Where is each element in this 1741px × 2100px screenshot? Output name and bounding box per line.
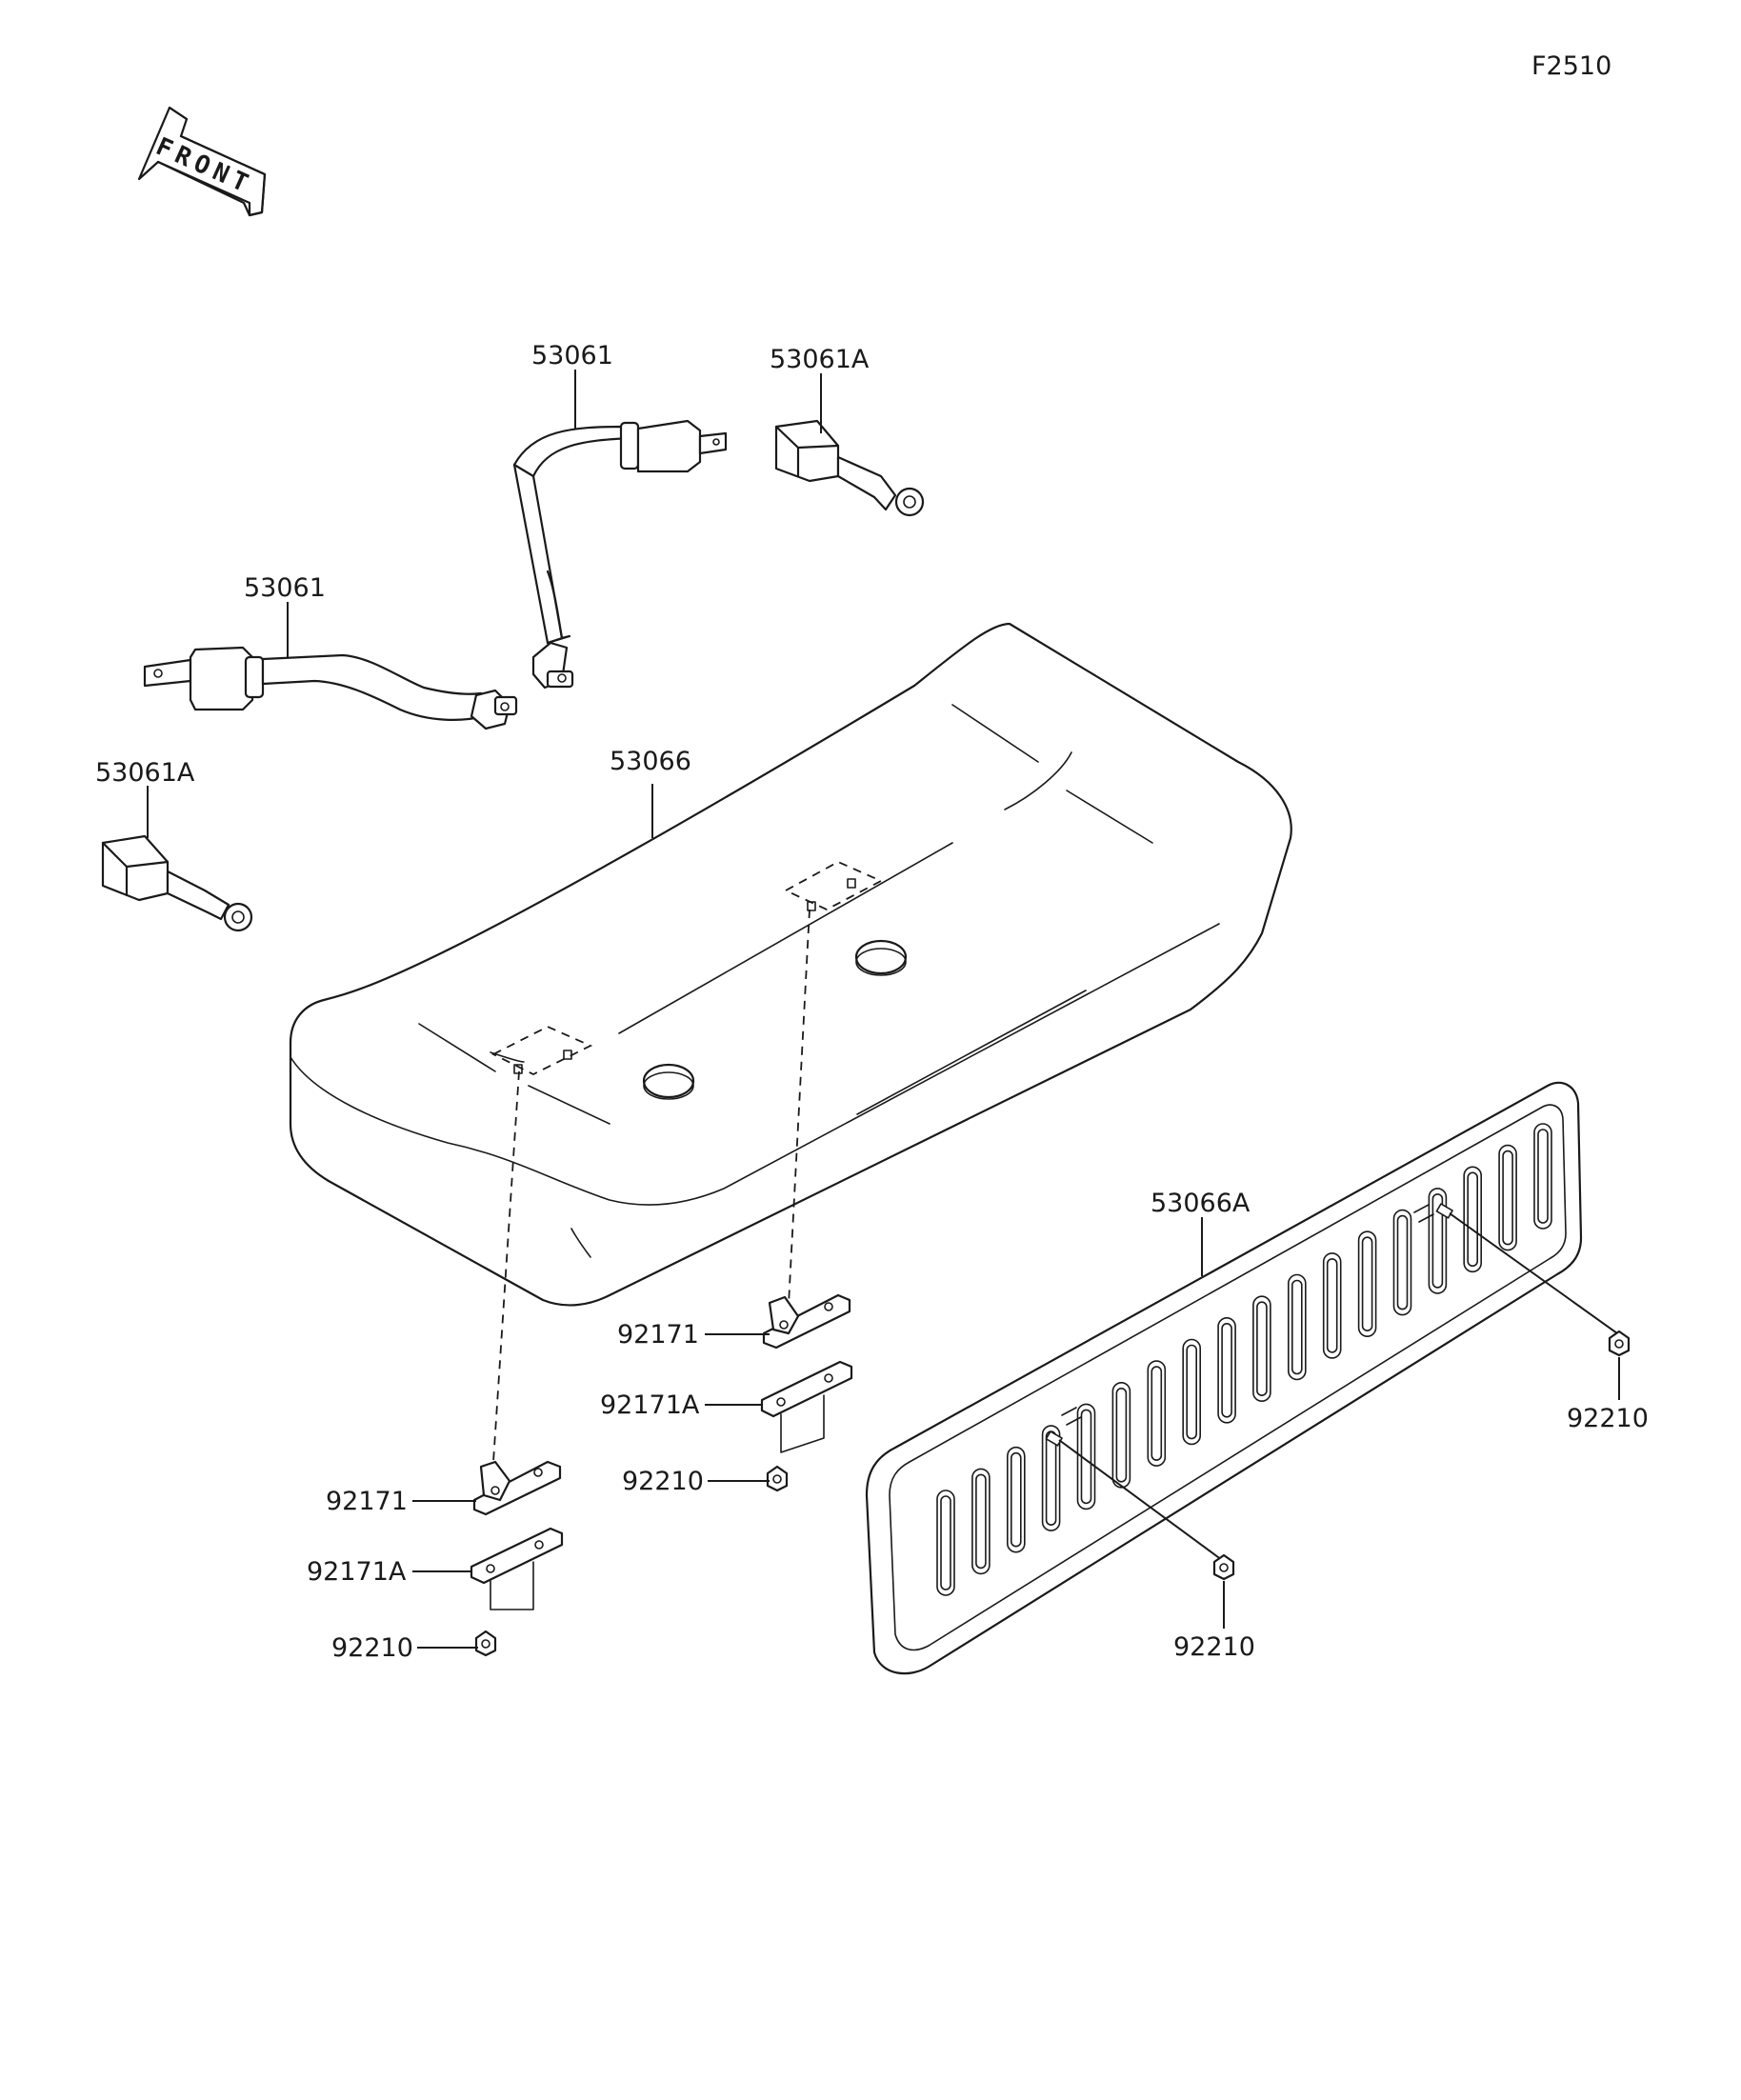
rear-panel [865, 1081, 1583, 1675]
nut-92210-left [474, 1630, 497, 1657]
panel-fastener-line-right [1449, 1212, 1618, 1334]
vent-slot [1463, 1166, 1482, 1273]
vent-slot-inner [1221, 1323, 1232, 1418]
figure-code: F2510 [1531, 51, 1611, 81]
vent-slot [1147, 1360, 1167, 1467]
vent-slot [1392, 1209, 1412, 1316]
vent-slot [1111, 1382, 1131, 1489]
vent-slot [971, 1468, 991, 1575]
mount-line-right [788, 909, 810, 1306]
buckle-upper [774, 419, 925, 517]
vent-slot [1182, 1338, 1201, 1446]
vent-slot-inner [1502, 1150, 1513, 1246]
vent-slot-inner [1431, 1193, 1444, 1289]
bracket-92171-left [472, 1460, 562, 1516]
front-arrow-icon: FRONT [137, 106, 267, 217]
vent-slot [1498, 1144, 1517, 1251]
label-53066: 53066 [610, 747, 691, 776]
label-92210-left: 92210 [331, 1633, 413, 1663]
label-53061-lower: 53061 [244, 573, 326, 603]
vent-slot [1217, 1317, 1236, 1424]
label-53061A-lower: 53061A [95, 758, 195, 788]
vent-slot-inner [1361, 1236, 1373, 1331]
bracket-92171A-right [760, 1360, 853, 1453]
buckle-lower [101, 834, 253, 932]
vent-slot-inner [1467, 1171, 1478, 1268]
seat-belt-upper [512, 419, 728, 690]
vent-slot-inner [1396, 1214, 1409, 1310]
vent-slot-inner [1537, 1129, 1549, 1224]
panel-fastener-line-left [1058, 1439, 1223, 1561]
nut-92210-mid [766, 1465, 789, 1492]
vent-slot [1288, 1273, 1307, 1381]
label-92171A-right: 92171A [600, 1390, 700, 1420]
label-92210-mid: 92210 [622, 1467, 704, 1496]
label-53061A-upper: 53061A [770, 345, 870, 374]
vent-slot-inner [940, 1495, 951, 1590]
label-92210-panel-left: 92210 [1173, 1632, 1255, 1662]
vent-slot-inner [1256, 1301, 1268, 1396]
vent-slot [1007, 1446, 1026, 1553]
vent-slot [1428, 1188, 1448, 1294]
vent-slot [1357, 1230, 1377, 1337]
vent-slot-inner [975, 1473, 987, 1570]
vent-slot-inner [1291, 1279, 1303, 1375]
vent-slot-inner [1151, 1366, 1163, 1461]
label-92171-left: 92171 [326, 1487, 408, 1516]
vent-slot [1252, 1295, 1271, 1402]
bracket-92171-right [762, 1293, 851, 1350]
label-92210-panel-right: 92210 [1567, 1404, 1649, 1433]
label-53066A: 53066A [1151, 1189, 1251, 1218]
seat-belt-lower [143, 646, 518, 730]
vent-slot-inner [1186, 1344, 1197, 1440]
nut-92210-panel-left [1212, 1553, 1235, 1581]
mount-line-left [492, 1070, 520, 1463]
vent-slot-inner [1326, 1258, 1338, 1353]
vent-slot [1322, 1252, 1342, 1359]
vent-slot-inner [1115, 1388, 1128, 1483]
vent-slot-inner [1011, 1451, 1022, 1548]
label-92171A-left: 92171A [307, 1557, 407, 1587]
vent-slot [936, 1490, 955, 1596]
bracket-92171A-left [470, 1527, 564, 1610]
label-leaders [147, 370, 1620, 1649]
label-92171-right: 92171 [617, 1320, 699, 1350]
nut-92210-panel-right [1608, 1330, 1631, 1357]
vent-slot [1533, 1123, 1552, 1230]
panel-vent-slots [936, 1123, 1552, 1596]
label-53061-upper: 53061 [531, 341, 613, 370]
seat-cushion [289, 622, 1292, 1307]
